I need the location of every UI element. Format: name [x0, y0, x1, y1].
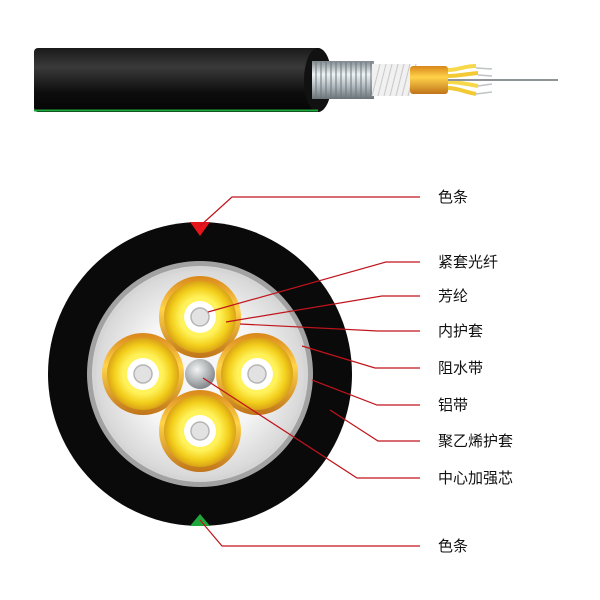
label-inner-sheath: 内护套 [438, 322, 483, 340]
water-tape-hatch-line [401, 63, 411, 97]
label-pe-sheath: 聚乙烯护套 [438, 432, 513, 450]
water-tape-hatch-line [377, 63, 387, 97]
label-color-stripe-top: 色条 [438, 188, 468, 206]
outer-sheath-side [34, 48, 322, 112]
tight-buffer-fiber-top [159, 276, 241, 358]
leader-color-stripe-bottom [199, 519, 420, 547]
leader-aramid [225, 295, 420, 323]
label-water-blocking-tape: 阻水带 [438, 359, 483, 377]
water-tape-hatch-line [395, 63, 405, 97]
central-strength-member [185, 359, 215, 389]
water-tape-hatch-line [371, 63, 381, 97]
cable-cross-section [48, 222, 352, 526]
leader-inner-sheath [239, 323, 420, 332]
tight-buffer-fiber-left [102, 333, 184, 415]
label-aramid-yarn: 芳纶 [438, 287, 468, 305]
aramid-bundle-side [410, 66, 448, 94]
steel-corrugations [315, 62, 372, 98]
tight-buffer-fiber-right [216, 333, 298, 415]
fiber-tails [447, 64, 493, 96]
labels: 色条 紧套光纤 芳纶 内护套 阻水带 铝带 聚乙烯护套 中心加强芯 色条 [438, 188, 513, 555]
water-tape-hatch-line [383, 63, 393, 97]
leader-color-stripe-top [199, 196, 420, 227]
leader-central-strength-member [202, 377, 420, 479]
leader-tight-buffer-fiber [207, 261, 420, 313]
leader-water-blocking-tape [301, 345, 420, 369]
label-aluminum-tape: 铝带 [438, 396, 468, 414]
cable-side-view [34, 48, 558, 112]
color-stripe-top-marker [190, 222, 210, 236]
water-tape-hatch [371, 63, 417, 97]
steel-tape-side [312, 61, 374, 99]
tight-buffer-fiber-bottom [159, 390, 241, 472]
leader-aluminum-tape [311, 379, 420, 406]
label-color-stripe-bottom: 色条 [438, 537, 468, 555]
label-tight-buffer-fiber: 紧套光纤 [438, 253, 498, 271]
leader-lines [199, 196, 420, 547]
leader-pe-sheath [329, 409, 420, 442]
water-tape-hatch-line [389, 63, 399, 97]
label-central-strength-member: 中心加强芯 [438, 469, 513, 487]
